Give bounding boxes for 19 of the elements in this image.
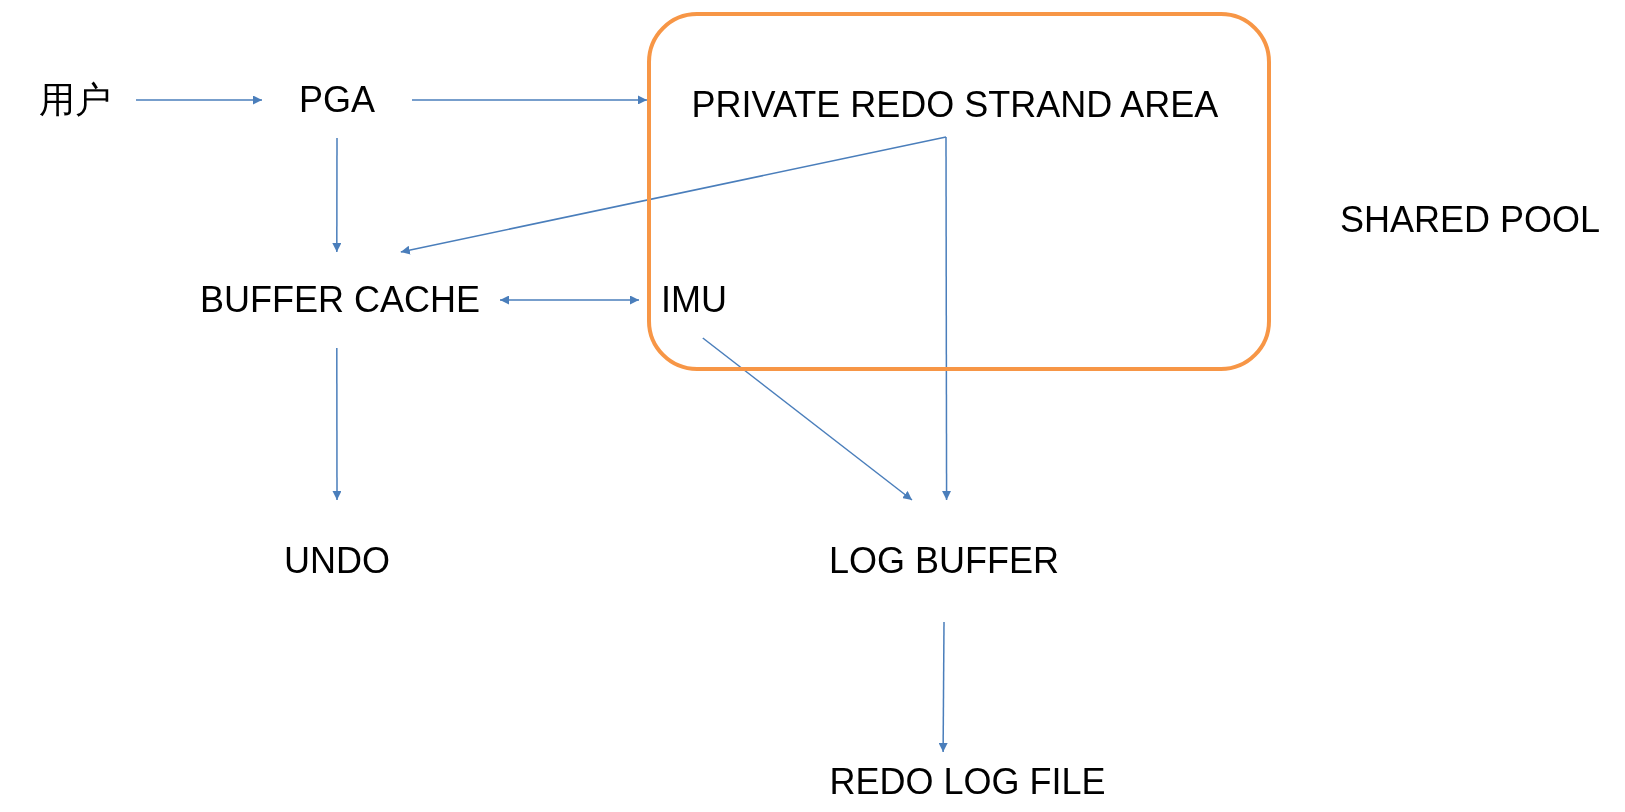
- arrow: [332, 347, 342, 501]
- node-label: LOG BUFFER: [829, 543, 1059, 579]
- node-label: BUFFER CACHE: [200, 282, 480, 318]
- arrow: [411, 95, 648, 105]
- arrow: [400, 136, 947, 255]
- arrow: [702, 337, 913, 501]
- arrow: [499, 295, 640, 305]
- arrow: [938, 621, 948, 753]
- node-label: 用户: [39, 82, 111, 118]
- node-label: REDO LOG FILE: [829, 764, 1106, 800]
- arrow: [135, 95, 263, 105]
- region-label: SHARED POOL: [1340, 202, 1601, 238]
- node-label: UNDO: [284, 543, 390, 579]
- rounded-region-box: [647, 12, 1271, 371]
- node-label: PRIVATE REDO STRAND AREA: [691, 86, 1219, 123]
- arrow: [942, 136, 952, 501]
- node-label: PGA: [299, 82, 375, 118]
- node-label: IMU: [661, 282, 727, 318]
- arrow: [332, 137, 342, 253]
